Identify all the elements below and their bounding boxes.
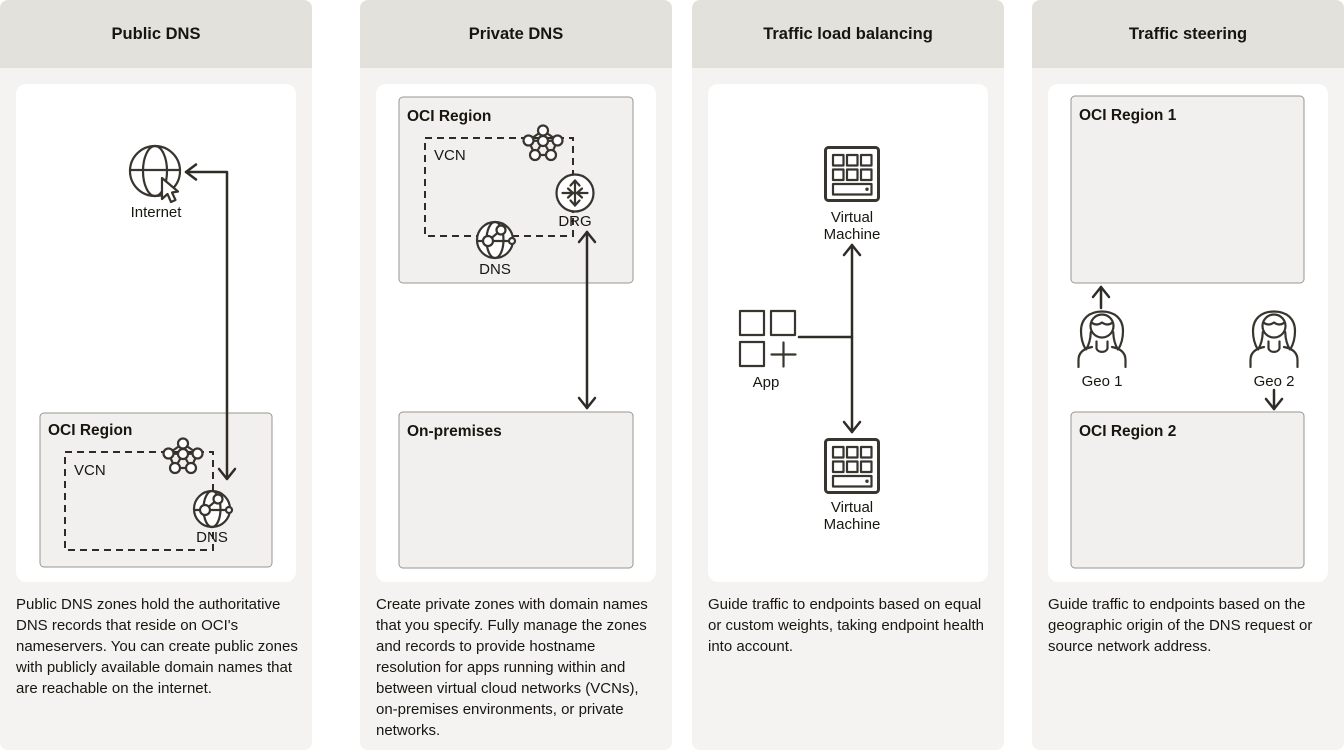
drg-router-icon [555, 173, 595, 213]
user-geo-icon [1249, 310, 1299, 369]
oci-region-1-label: OCI Region 1 [1079, 107, 1177, 124]
panel-body: OCI Region 1 Geo 1 Geo 2 OCI Region 2 Gu… [1032, 68, 1344, 750]
arrowhead-down-icon [1264, 397, 1284, 411]
panel-description: Guide traffic to endpoints based on the … [1048, 596, 1313, 655]
oci-region-label: OCI Region [407, 108, 491, 125]
vm-top-label-line2: Machine [824, 226, 881, 243]
panel-header: Traffic load balancing [692, 0, 1004, 68]
panel-description: Create private zones with domain names t… [376, 596, 648, 739]
diagram-card: OCI Region VCN DNS Internet [16, 84, 296, 582]
arrowhead-up-icon [1091, 285, 1111, 299]
arrowhead-left-icon [184, 163, 198, 181]
panel-description: Public DNS zones hold the authoritative … [16, 596, 298, 697]
geo1-label: Geo 1 [1082, 373, 1123, 390]
panel-body: Virtual Machine App Virtual Machine Guid… [692, 68, 1004, 750]
virtual-machine-icon [824, 438, 880, 494]
panel-traffic-load-balancing: Traffic load balancing Virtual Machine A… [692, 0, 1004, 750]
oci-region-1-box [1070, 95, 1305, 284]
panel-header: Private DNS [360, 0, 672, 68]
app-icon [738, 309, 797, 368]
drg-label: DRG [558, 213, 591, 230]
dns-label: DNS [479, 261, 511, 278]
vm-bottom-label-line1: Virtual [831, 499, 873, 516]
panel-title: Public DNS [111, 24, 201, 43]
oci-region-label: OCI Region [48, 422, 132, 439]
dns-globe-icon [192, 489, 234, 529]
vcn-label: VCN [434, 147, 466, 164]
panel-private-dns: Private DNS OCI Region VCN DRG DNS [360, 0, 672, 750]
oci-region-2-label: OCI Region 2 [1079, 423, 1176, 440]
panel-body: OCI Region VCN DNS Internet Public DNS z… [0, 68, 312, 750]
geo2-label: Geo 2 [1254, 373, 1295, 390]
panel-title: Traffic load balancing [763, 24, 933, 43]
arrowhead-up-icon [577, 230, 597, 244]
load-balancing-diagram: Virtual Machine App Virtual Machine [738, 146, 881, 533]
traffic-steering-diagram: OCI Region 1 Geo 1 Geo 2 OCI Region 2 [1070, 95, 1305, 569]
panel-header: Traffic steering [1032, 0, 1344, 68]
panel-body: OCI Region VCN DRG DNS On-premises Creat… [360, 68, 672, 750]
vcn-label: VCN [74, 462, 106, 479]
panel-title: Traffic steering [1128, 24, 1248, 43]
internet-label: Internet [131, 204, 183, 221]
vm-top-label-line1: Virtual [831, 209, 873, 226]
dns-globe-icon [475, 220, 517, 260]
internet-to-dns-arrow [184, 170, 229, 479]
diagram-card: OCI Region VCN DRG DNS On-premises [376, 84, 656, 582]
on-premises-box [398, 411, 634, 569]
diagram-card: Virtual Machine App Virtual Machine [708, 84, 988, 582]
diagram-card: OCI Region 1 Geo 1 Geo 2 OCI Region 2 [1048, 84, 1328, 582]
panel-traffic-steering: Traffic steering OCI Region 1 Geo 1 Geo … [1032, 0, 1344, 750]
dns-label: DNS [196, 529, 228, 546]
panel-header: Public DNS [0, 0, 312, 68]
user-geo-icon [1077, 310, 1127, 369]
oci-region-2-box [1070, 411, 1305, 569]
panel-title: Private DNS [468, 24, 564, 43]
app-label: App [753, 374, 780, 391]
internet-globe-cursor-icon [128, 144, 182, 204]
arrowhead-down-icon [217, 467, 237, 481]
arrowhead-up-icon [842, 243, 862, 257]
arrowhead-down-icon [842, 420, 862, 434]
panel-public-dns: Public DNS OCI Region VCN DNS Internet [0, 0, 312, 750]
private-dns-diagram: OCI Region VCN DRG DNS On-premises [398, 96, 634, 569]
public-dns-diagram: OCI Region VCN DNS Internet [39, 144, 273, 568]
arrowhead-down-icon [577, 396, 597, 410]
vm-bottom-label-line2: Machine [824, 516, 881, 533]
virtual-machine-icon [824, 146, 880, 202]
on-premises-label: On-premises [407, 423, 502, 440]
panel-description: Guide traffic to endpoints based on equa… [708, 596, 984, 655]
